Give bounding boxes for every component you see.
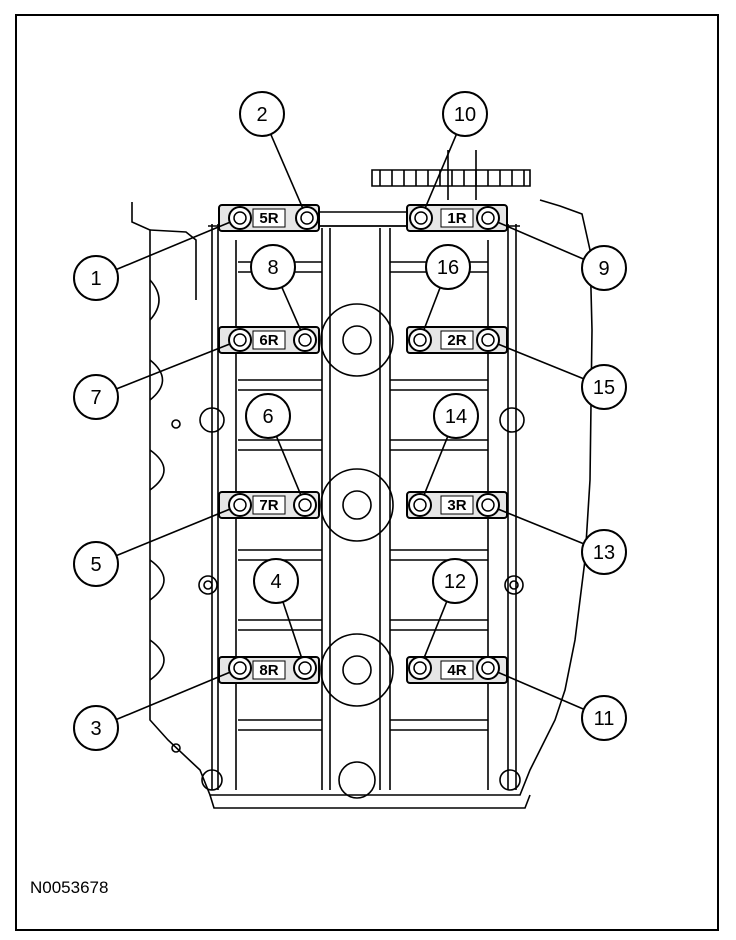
- callout-circle: [425, 244, 471, 290]
- callout-number: 12: [444, 571, 466, 593]
- callout-11: 11: [497, 671, 627, 741]
- bolt-head: [476, 493, 500, 517]
- callout-15: 15: [497, 343, 627, 410]
- callout-9: 9: [497, 221, 627, 291]
- leader-line: [497, 221, 585, 261]
- callout-8: 8: [250, 244, 302, 331]
- bolt-head: [293, 493, 317, 517]
- leader-line: [423, 436, 449, 496]
- callout-circle: [239, 91, 285, 137]
- callout-circle: [73, 541, 119, 587]
- bolt-head: [408, 493, 432, 517]
- bolt-head: [409, 206, 433, 230]
- callout-10: 10: [424, 91, 488, 209]
- bolt-head: [408, 328, 432, 352]
- cap-label: 3R: [447, 497, 466, 514]
- callout-number: 4: [270, 571, 281, 593]
- callout-number: 11: [594, 708, 615, 730]
- leader-line: [275, 436, 302, 496]
- callout-circle: [253, 558, 299, 604]
- leader-line: [423, 601, 448, 659]
- bolt-head: [228, 493, 252, 517]
- callout-circle: [442, 91, 488, 137]
- leader-line: [116, 221, 231, 271]
- cap-label: 8R: [259, 662, 278, 679]
- cap-label: 2R: [447, 332, 466, 349]
- callout-16: 16: [423, 244, 471, 331]
- bolt-head: [293, 656, 317, 680]
- bolt-head: [293, 328, 317, 352]
- callout-number: 13: [593, 542, 615, 564]
- leader-line: [423, 287, 441, 331]
- bolt-head: [228, 656, 252, 680]
- bolt-head: [408, 656, 432, 680]
- callout-circle: [432, 558, 478, 604]
- bolt-head: [228, 328, 252, 352]
- bearing-caps: 5R 1R 6R 2R 7R 3R 8R 4R: [218, 204, 508, 684]
- bolt-head: [476, 206, 500, 230]
- cap-label: 4R: [447, 662, 466, 679]
- callout-circle: [73, 255, 119, 301]
- callout-number: 2: [256, 104, 267, 126]
- cap-label: 5R: [259, 210, 278, 227]
- callout-7: 7: [73, 343, 231, 420]
- callout-13: 13: [497, 508, 627, 575]
- callout-circle: [73, 374, 119, 420]
- callout-14: 14: [423, 393, 479, 496]
- figure-id-label: N0053678: [30, 878, 109, 897]
- callout-number: 7: [90, 387, 101, 409]
- callout-number: 14: [445, 406, 467, 428]
- cap-label: 7R: [259, 497, 278, 514]
- bolt-head: [476, 328, 500, 352]
- callout-number: 15: [593, 377, 615, 399]
- callout-6: 6: [245, 393, 302, 496]
- leader-line: [116, 508, 231, 557]
- bolt-head: [228, 206, 252, 230]
- callout-circle: [433, 393, 479, 439]
- bolt-head: [476, 656, 500, 680]
- callout-circle: [581, 695, 627, 741]
- bolt-head: [295, 206, 319, 230]
- leader-line: [497, 508, 584, 545]
- callout-5: 5: [73, 508, 231, 587]
- callout-12: 12: [423, 558, 478, 659]
- callout-number: 9: [598, 258, 609, 280]
- callout-4: 4: [253, 558, 303, 658]
- leader-line: [270, 133, 304, 209]
- leader-line: [116, 343, 231, 390]
- callout-circle: [73, 705, 119, 751]
- callout-1: 1: [73, 221, 231, 301]
- callout-number: 16: [437, 257, 459, 279]
- callout-number: 8: [267, 257, 278, 279]
- callout-number: 10: [454, 104, 476, 126]
- cylinder-head-outline: [131, 150, 593, 809]
- leader-line: [497, 671, 585, 711]
- callout-circle: [581, 245, 627, 291]
- callout-2: 2: [239, 91, 304, 209]
- callout-3: 3: [73, 671, 231, 751]
- leader-line: [424, 133, 458, 209]
- cap-label: 1R: [447, 210, 466, 227]
- callout-number: 3: [90, 718, 101, 740]
- callout-number: 6: [262, 406, 273, 428]
- callout-circle: [250, 244, 296, 290]
- callout-number: 1: [90, 268, 101, 290]
- callout-circle: [581, 529, 627, 575]
- leader-line: [282, 601, 303, 658]
- leader-line: [281, 286, 302, 331]
- callout-circle: [245, 393, 291, 439]
- cap-label: 6R: [259, 332, 278, 349]
- callout-circle: [581, 364, 627, 410]
- figure-frame: [15, 14, 719, 931]
- leader-line: [497, 343, 584, 380]
- leader-line: [116, 671, 231, 721]
- callout-number: 5: [90, 554, 101, 576]
